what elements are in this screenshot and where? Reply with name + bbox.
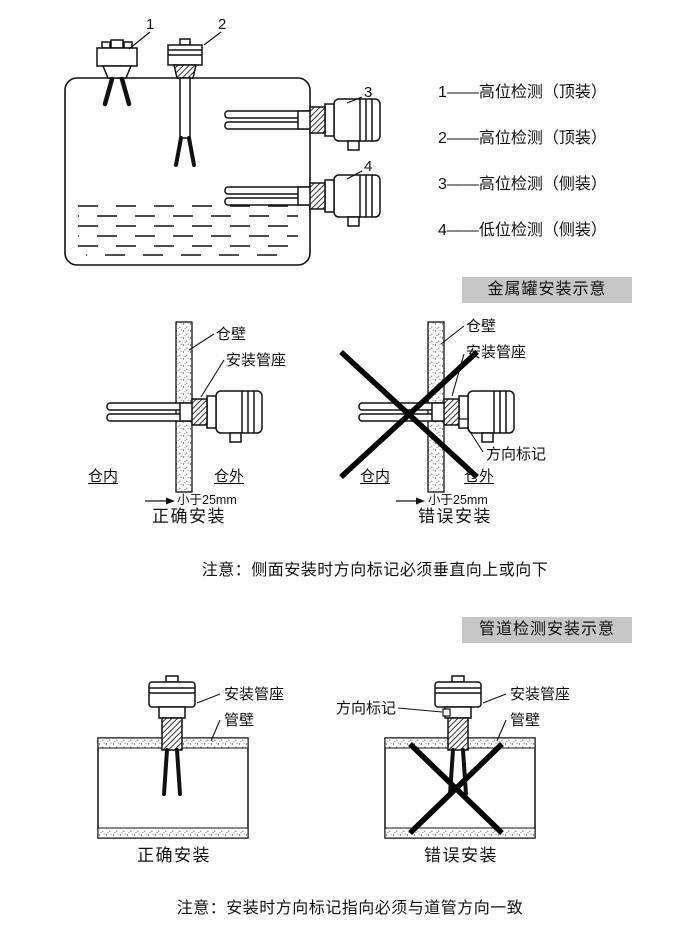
label-socket-left: 安装管座 bbox=[226, 352, 287, 369]
caption-correct-pipe: 正确安装 bbox=[137, 846, 211, 865]
liquid-level-dashes bbox=[78, 205, 298, 256]
callout-leader-lines bbox=[128, 31, 363, 180]
callout-4: 4 bbox=[364, 158, 373, 175]
legend-item-2: 2——高位检测（顶装） bbox=[438, 130, 607, 147]
callout-2: 2 bbox=[218, 16, 227, 33]
wall-install-wrong bbox=[339, 321, 515, 505]
direction-mark bbox=[442, 708, 451, 717]
label-inside-left: 仓内 bbox=[88, 468, 119, 485]
label-direction-mark-wall: 方向标记 bbox=[486, 446, 547, 463]
pipe-wall-bottom bbox=[97, 827, 249, 839]
pipe-sensor bbox=[147, 674, 197, 796]
label-outside-left: 仓外 bbox=[214, 468, 245, 485]
label-inside-right: 仓内 bbox=[360, 468, 391, 485]
label-pipe-wall-right: 管壁 bbox=[510, 712, 541, 729]
section-badge-metal-tank: 金属罐安装示意 bbox=[462, 277, 632, 303]
wrong-x-mark bbox=[408, 742, 504, 835]
pipe-outline bbox=[97, 737, 249, 839]
label-socket-pipe-left: 安装管座 bbox=[224, 686, 285, 703]
legend-item-4: 4——低位检测（侧装） bbox=[438, 222, 607, 239]
sensor-3-side bbox=[224, 98, 381, 151]
caption-correct-wall: 正确安装 bbox=[152, 507, 226, 526]
label-dim-right: 小于25mm bbox=[428, 493, 488, 507]
label-bin-wall-left: 仓壁 bbox=[216, 326, 247, 343]
caption-wrong-pipe: 错误安装 bbox=[424, 846, 498, 865]
label-socket-right: 安装管座 bbox=[466, 344, 527, 361]
sensor-1-top-short bbox=[97, 40, 137, 104]
section-badge-pipe: 管道检测安装示意 bbox=[462, 617, 632, 643]
callout-1: 1 bbox=[146, 16, 155, 33]
sensor-4-side bbox=[224, 174, 381, 227]
dim-arrow-head bbox=[416, 497, 425, 505]
label-direction-mark-pipe: 方向标记 bbox=[336, 700, 397, 717]
sensor-2-top-long bbox=[166, 37, 204, 167]
wrong-x-mark bbox=[339, 349, 479, 480]
legend-item-1: 1——高位检测（顶装） bbox=[438, 84, 607, 101]
label-socket-pipe-right: 安装管座 bbox=[510, 686, 571, 703]
pipe-install-wrong bbox=[384, 674, 536, 839]
direction-mark bbox=[458, 418, 469, 429]
label-outside-right: 仓外 bbox=[464, 468, 495, 485]
dim-arrow-head bbox=[166, 497, 175, 505]
label-pipe-wall-left: 管壁 bbox=[224, 712, 255, 729]
tank-diagram bbox=[64, 31, 381, 266]
wall-install-correct bbox=[106, 321, 263, 505]
callout-3: 3 bbox=[364, 84, 373, 101]
caption-wrong-wall: 错误安装 bbox=[418, 507, 492, 526]
note-wall-install: 注意：侧面安装时方向标记必须垂直向上或向下 bbox=[201, 562, 549, 579]
note-pipe-install: 注意：安装时方向标记指向必须与道管方向一致 bbox=[176, 900, 524, 917]
legend-item-3: 3——高位检测（侧装） bbox=[438, 176, 607, 193]
label-bin-wall-right: 仓壁 bbox=[466, 318, 497, 335]
pipe-wall-bottom bbox=[384, 827, 536, 839]
pipe-install-correct bbox=[97, 674, 249, 839]
label-dim-left: 小于25mm bbox=[177, 493, 237, 507]
